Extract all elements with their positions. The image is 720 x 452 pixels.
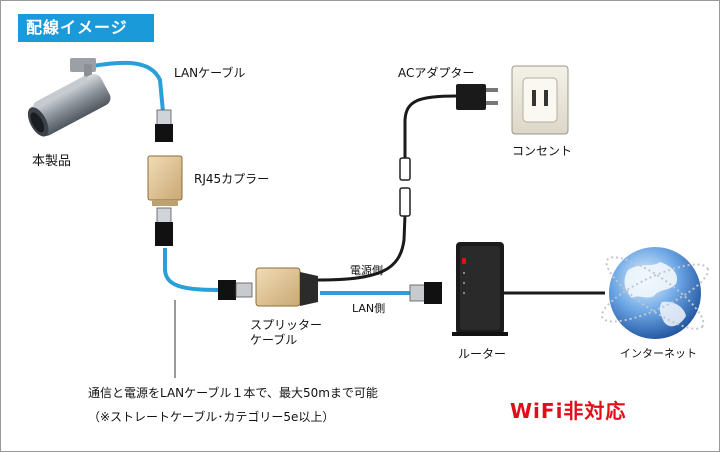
router-icon <box>452 242 508 336</box>
power-side-label: 電源側 <box>350 264 383 277</box>
outlet-label: コンセント <box>512 144 573 158</box>
lan-side-plug <box>409 282 442 304</box>
globe-icon <box>601 247 709 339</box>
lan-cable-lower <box>163 248 219 292</box>
ac-adapter-icon <box>456 84 498 110</box>
splitter-input-plug <box>218 280 253 300</box>
power-cable-upper <box>403 94 457 158</box>
product-label: 本製品 <box>32 154 72 169</box>
camera-icon <box>27 58 111 137</box>
outlet-icon <box>511 65 569 135</box>
splitter-label-line1: スプリッター <box>250 318 323 332</box>
router-label: ルーター <box>458 347 507 361</box>
dc-connector-icon <box>399 157 411 217</box>
lan-cable-label: LANケーブル <box>174 66 246 80</box>
rj45-plug-bottom <box>155 207 173 246</box>
note-line-1: 通信と電源をLANケーブル１本で、最大50mまで可能 <box>88 386 378 400</box>
ac-adapter-label: ACアダプター <box>398 66 475 80</box>
rj45-coupler-label: RJ45カプラー <box>194 172 270 186</box>
splitter-label-line2: ケーブル <box>250 333 298 347</box>
internet-label: インターネット <box>620 347 697 360</box>
rj45-plug-top <box>155 109 173 142</box>
rj45-coupler-icon <box>147 155 183 206</box>
wifi-unsupported-badge: WiFi非対応 <box>510 399 627 423</box>
diagram-title: 配線イメージ <box>18 14 154 42</box>
power-cable <box>317 214 407 282</box>
lan-side-label: LAN側 <box>352 302 386 315</box>
lan-cable-upper <box>91 60 165 113</box>
splitter-cable-icon <box>255 267 318 307</box>
note-line-2: （※ストレートケーブル･カテゴリー5e以上） <box>88 410 335 424</box>
